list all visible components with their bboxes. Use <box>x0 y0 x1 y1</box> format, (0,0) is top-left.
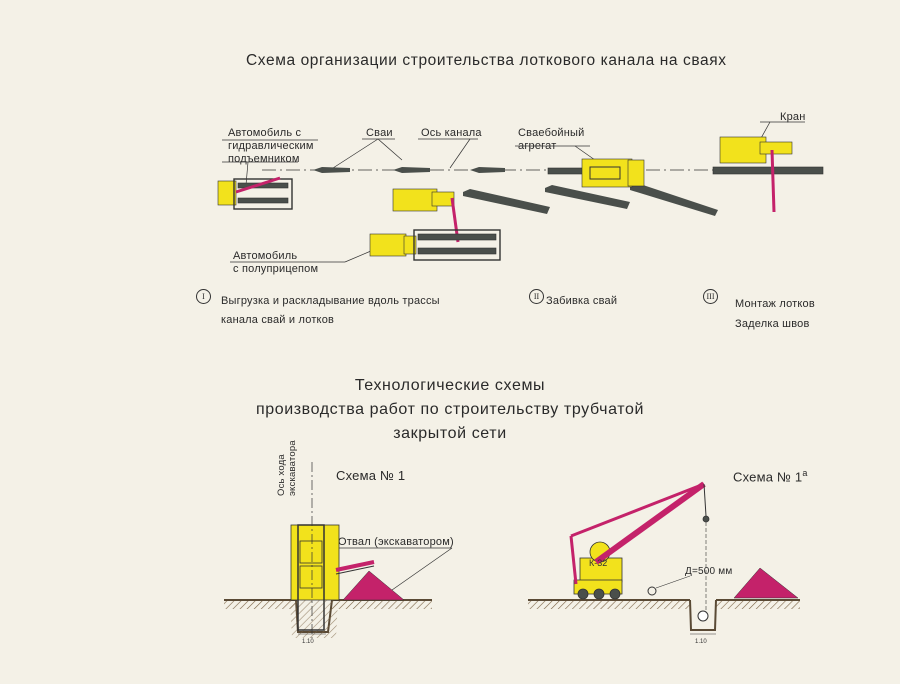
step-2-caption-line-1: Забивка свай <box>546 295 618 307</box>
scheme-1-title: Схема № 1 <box>336 468 406 483</box>
label-truck-semitrailer: Автомобиль с полуприцепом <box>233 250 319 275</box>
scheme-1-width: 1.10 <box>302 639 314 645</box>
top-title: Схема организации строительства лотковог… <box>246 52 727 69</box>
step-1-caption-line-2: канала свай и лотков <box>221 314 335 326</box>
step-3-numeral: III <box>703 289 718 304</box>
label-canal-axis: Ось канала <box>421 127 482 139</box>
label-diameter: Д=500 мм <box>685 566 733 577</box>
truck-hydraulic <box>217 176 293 210</box>
step-1-caption-line-1: Выгрузка и раскладывание вдоль трассы <box>221 295 440 307</box>
scheme-1-ground <box>224 599 432 638</box>
piles-on-axis <box>313 167 505 173</box>
step-2-numeral: II <box>529 289 544 304</box>
step-3-caption-line-2: Заделка швов <box>735 318 810 330</box>
pipe-icon <box>647 586 657 596</box>
spoil-heap-1a <box>733 567 799 599</box>
label-piles: Сваи <box>366 127 393 139</box>
trench-excavator <box>290 524 375 631</box>
crane-label: К-32 <box>589 558 607 568</box>
step-3-caption-line-1: Монтаж лотков <box>735 298 815 310</box>
label-crane: Кран <box>780 111 806 123</box>
crane-k32 <box>569 481 710 600</box>
truck-semitrailer <box>369 229 501 261</box>
scheme-1a-ground <box>528 599 800 631</box>
leader-lines <box>222 121 805 263</box>
lying-trays <box>463 183 718 216</box>
bottom-title: Технологические схемы производства работ… <box>255 377 645 442</box>
label-spoil: Отвал (экскаватором) <box>338 536 454 548</box>
crane-machine <box>712 136 824 213</box>
step-1-numeral: I <box>196 289 211 304</box>
spoil-heap-1 <box>342 570 405 601</box>
scheme-1a-width: 1.10 <box>695 639 707 645</box>
pile-driver <box>547 158 645 188</box>
scheme-1a-title: Схема № 1а <box>733 468 808 485</box>
